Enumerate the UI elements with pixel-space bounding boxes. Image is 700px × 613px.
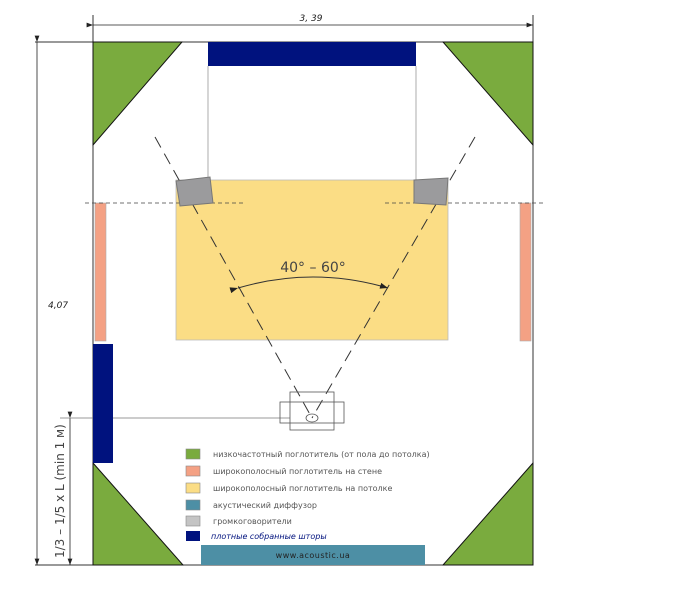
legend-swatch [185, 448, 201, 460]
wall-absorber-right [519, 202, 532, 342]
legend-label: громкоговорители [213, 517, 292, 526]
dimension-lines [34, 22, 533, 565]
curtain-front [208, 42, 416, 66]
legend-label: широкополосный поглотитель на стене [213, 467, 382, 476]
bass-trap-bottom-left [92, 461, 185, 566]
acoustic-diffuser [201, 545, 425, 565]
speaker-right [413, 177, 449, 206]
listener-chair [279, 391, 345, 431]
listening-triangle [154, 136, 476, 419]
ceiling-absorber [175, 179, 449, 341]
legend-swatch [185, 465, 201, 477]
legend-label: плотные собранные шторы [211, 532, 327, 541]
listener-distance-label: 1/3 – 1/5 x L (min 1 м) [53, 424, 67, 558]
bass-trap-top-right [441, 41, 534, 147]
angle-label: 40° – 60° [280, 260, 346, 276]
diffuser-label: www.acoustic.ua [276, 551, 351, 560]
legend-swatch [185, 499, 201, 511]
legend-label: низкочастотный поглотитель (от пола до п… [213, 450, 430, 459]
angle-arc [229, 276, 389, 294]
bass-trap-top-left [92, 41, 184, 147]
bass-trap-bottom-right [441, 461, 534, 566]
legend-label: широкополосный поглотитель на потолке [213, 484, 392, 493]
wall-absorber-left [94, 202, 107, 342]
legend-swatch [186, 531, 200, 541]
legend: низкочастотный поглотитель (от пола до п… [185, 448, 430, 541]
speaker-left [175, 176, 214, 207]
legend-label: акустический диффузор [213, 501, 317, 510]
curtain-left [93, 344, 113, 463]
legend-swatch [185, 515, 201, 527]
room-width-label: 3, 39 [300, 14, 323, 24]
legend-swatch [185, 482, 201, 494]
room-length-label: 4,07 [48, 301, 68, 311]
